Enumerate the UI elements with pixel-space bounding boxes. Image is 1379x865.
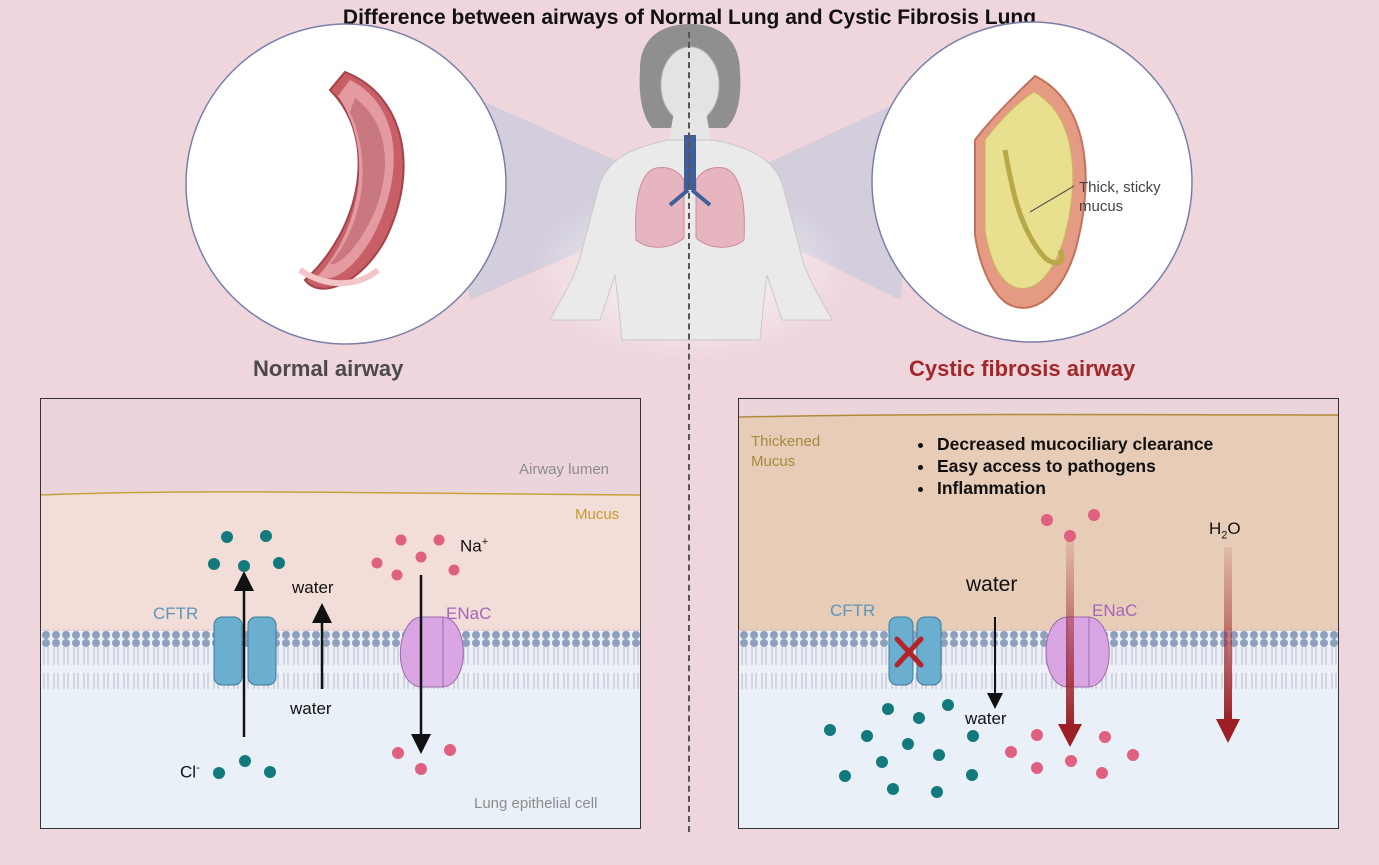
list-item: Inflammation: [935, 477, 1213, 499]
cf-airway-panel: Thickened Mucus Decreased mucociliary cl…: [738, 398, 1339, 829]
cf-airway-heading: Cystic fibrosis airway: [909, 356, 1136, 381]
cf-water-label-bottom: water: [965, 709, 1007, 728]
top-illustration: [185, 21, 1193, 360]
na-absorption-arrow: [1058, 539, 1082, 747]
cf-na-ions-cell: [1005, 729, 1139, 779]
cf-enac-label: ENaC: [1092, 601, 1138, 620]
mucus-boundary-line: [41, 491, 640, 631]
page-title: Difference between airways of Normal Lun…: [342, 6, 1037, 29]
thick-mucus-label-line2: mucus: [1079, 198, 1124, 215]
na-ions-lumen: [371, 534, 460, 581]
normal-airway-panel: Airway lumen Mucus CFTR ENaC water water…: [40, 398, 641, 829]
thick-mucus-label-line1: Thick, sticky: [1079, 179, 1161, 196]
cf-na-ions-lumen: [1041, 509, 1100, 542]
na-ion-symbol: Na: [460, 536, 482, 556]
cf-cl-ions-cell: [824, 699, 979, 798]
cf-consequences-list: Decreased mucociliary clearance Easy acc…: [915, 433, 1213, 499]
thickened-mucus-label-line2: Mucus: [751, 453, 796, 470]
normal-airway-illustration: [185, 23, 507, 345]
cl-ion-symbol: Cl: [180, 762, 197, 782]
h2o-absorption-arrow: [1216, 547, 1240, 743]
defective-cftr-channel: [888, 616, 942, 686]
cf-cell-membrane: [739, 629, 1338, 689]
airway-lumen-label: Airway lumen: [519, 461, 610, 478]
h2o-h: H: [1209, 519, 1222, 538]
h2o-label: H2O: [1209, 519, 1241, 541]
human-figure: [530, 24, 850, 360]
mucus-label: Mucus: [575, 506, 620, 523]
cf-water-label-top: water: [966, 573, 1018, 596]
cl-ions-lumen: [208, 530, 285, 572]
epithelial-cell-label: Lung epithelial cell: [474, 795, 598, 812]
na-ions-cell: [392, 744, 456, 775]
normal-panel-graphics: [41, 399, 640, 828]
cf-panel-graphics: [739, 399, 1338, 828]
na-ion-label: Na+: [460, 536, 488, 557]
h2o-subscript: 2: [1221, 529, 1228, 542]
list-item: Decreased mucociliary clearance: [935, 433, 1213, 455]
cf-cftr-label: CFTR: [830, 601, 876, 620]
na-ion-charge: +: [481, 536, 489, 548]
center-divider: [688, 32, 690, 832]
cl-ion-label: Cl-: [180, 762, 200, 783]
enac-channel: [399, 616, 464, 688]
normal-airway-heading: Normal airway: [253, 356, 404, 381]
water-label-bottom: water: [290, 699, 332, 718]
list-item: Easy access to pathogens: [935, 455, 1213, 477]
cf-enac-channel: [1045, 616, 1110, 688]
cell-membrane: [41, 629, 640, 689]
cf-airway-illustration: [871, 21, 1193, 343]
cl-ion-charge: -: [196, 762, 200, 774]
cftr-label: CFTR: [153, 604, 199, 623]
cl-ions-cell: [213, 755, 276, 779]
thickened-mucus-label-line1: Thickened: [751, 433, 821, 450]
water-label-top: water: [292, 578, 334, 597]
thickened-mucus-layer: [739, 414, 1338, 631]
h2o-o: O: [1227, 519, 1241, 538]
enac-label: ENaC: [446, 604, 492, 623]
cftr-channel: [213, 616, 277, 686]
